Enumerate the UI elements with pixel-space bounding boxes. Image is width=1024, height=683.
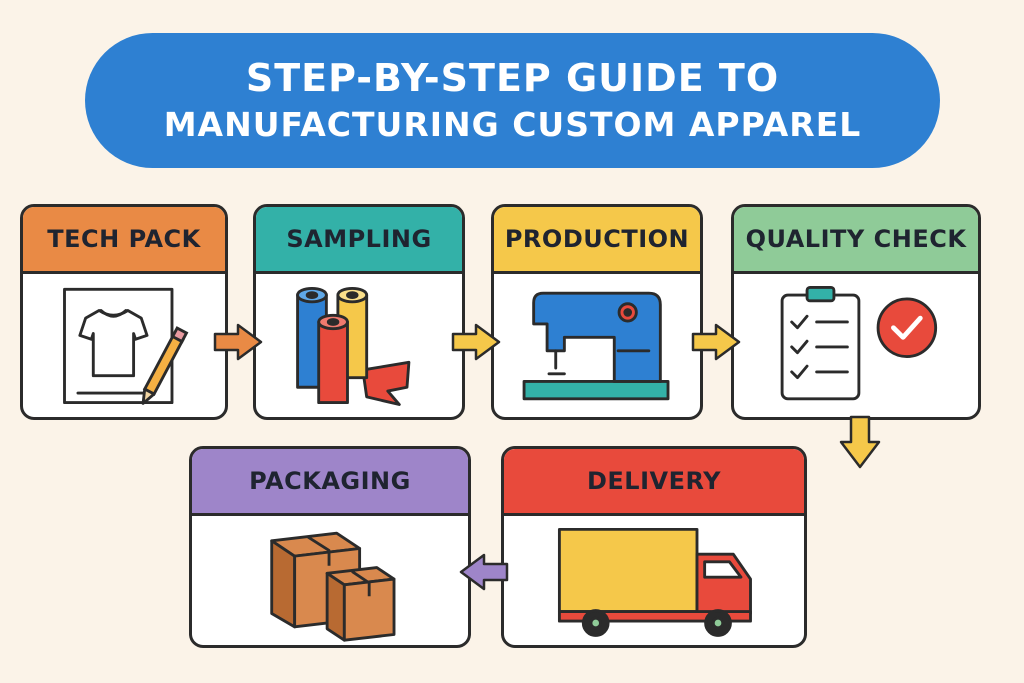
title-banner: STEP-BY-STEP GUIDE TO MANUFACTURING CUST… [85,33,940,168]
step-label: QUALITY CHECK [745,225,967,253]
step-label: PRODUCTION [504,225,690,253]
step-packaging: PACKAGING [189,446,471,648]
delivery-truck-icon [557,527,752,637]
step-header: PRODUCTION [494,207,700,274]
step-delivery: DELIVERY [501,446,807,648]
step-label: PACKAGING [249,467,411,495]
arrow-down-icon [839,415,881,469]
step-header: PACKAGING [192,449,468,516]
tshirt-sketch-icon [63,287,189,405]
title-line-1: STEP-BY-STEP GUIDE TO [245,55,780,100]
step-header: TECH PACK [23,207,225,274]
boxes-icon [270,531,396,642]
title-line-2: MANUFACTURING CUSTOM APPAREL [163,104,862,144]
arrow-left-icon [459,553,509,591]
arrow-right-icon [213,323,263,361]
step-production: PRODUCTION [491,204,703,420]
step-header: DELIVERY [504,449,804,516]
sewing-machine-icon [522,291,670,401]
checklist-icon [780,285,938,401]
step-label: DELIVERY [586,467,722,495]
step-header: SAMPLING [256,207,462,274]
step-label: TECH PACK [47,225,201,253]
arrow-right-icon [451,323,501,361]
step-quality-check: QUALITY CHECK [731,204,981,420]
step-tech-pack: TECH PACK [20,204,228,420]
step-header: QUALITY CHECK [734,207,978,274]
arrow-right-icon [691,323,741,361]
step-sampling: SAMPLING [253,204,465,420]
step-label: SAMPLING [286,225,432,253]
fabric-rolls-icon [296,286,411,406]
